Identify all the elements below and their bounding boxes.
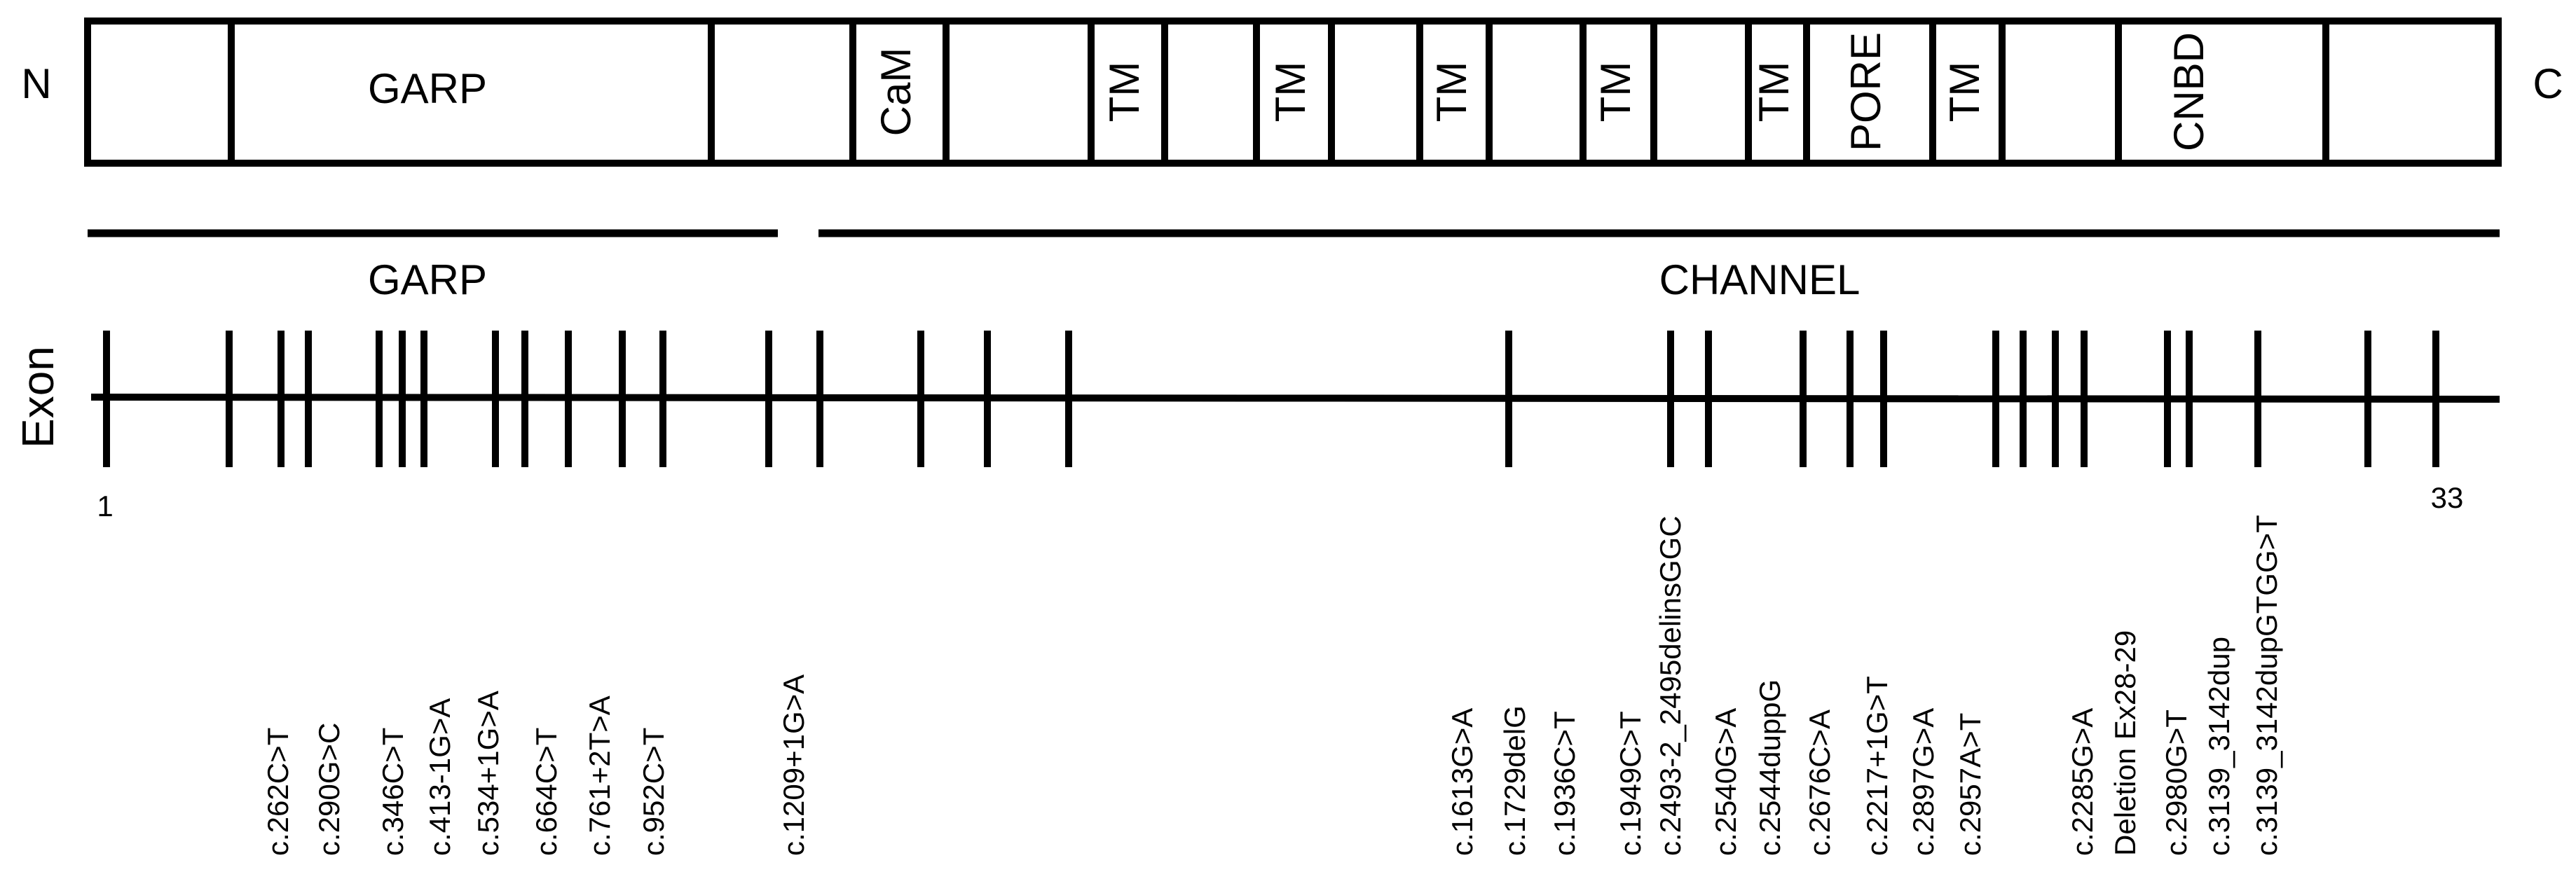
exon-backbone xyxy=(90,394,2500,403)
mutation-label: c.346C>T xyxy=(376,728,409,856)
mutation-label: c.2980G>T xyxy=(2160,710,2193,856)
domain-label-tm1: TM xyxy=(1101,62,1148,123)
mutation-label: c.534+1G>A xyxy=(472,691,505,856)
mutation-label: c.2493-2_2495delinsGGC xyxy=(1654,515,1687,856)
channel-region-label: CHANNEL xyxy=(1659,256,1861,303)
mutation-label: c.413-1G>A xyxy=(423,698,456,856)
domain-label-garp: GARP xyxy=(368,65,487,112)
domain-label-tm4: TM xyxy=(1592,62,1639,123)
domain-label-tm2: TM xyxy=(1267,62,1314,123)
protein-outline xyxy=(84,18,2502,167)
mutation-label: c.1949C>T xyxy=(1614,711,1647,856)
mutation-label: c.1936C>T xyxy=(1548,711,1581,856)
mutation-label: c.2676C>A xyxy=(1803,710,1836,856)
mutation-label: c.952C>T xyxy=(637,728,670,856)
domain-label-cnbd: CNBD xyxy=(2165,32,2212,151)
first-exon-number: 1 xyxy=(97,490,113,522)
mutation-label: c.290G>C xyxy=(313,723,345,856)
domain-label-pore: PORE xyxy=(1842,32,1889,151)
mutation-label: c.2217+1G>T xyxy=(1861,676,1893,856)
domain-label-tm3: TM xyxy=(1428,62,1475,123)
mutation-label: c.2957A>T xyxy=(1954,713,1987,856)
exon-boundaries xyxy=(103,331,2439,467)
exon-axis-label: Exon xyxy=(13,346,63,448)
domain-label-tm6: TM xyxy=(1941,62,1988,123)
mutation-label: c.1209+1G>A xyxy=(777,674,810,856)
n-terminus-label: N xyxy=(21,60,51,107)
mutation-label: Deletion Ex28-29 xyxy=(2109,630,2142,856)
mutation-label: c.3139_3142dup xyxy=(2202,637,2235,856)
garp-region-label: GARP xyxy=(368,256,487,303)
mutation-label: c.2540G>A xyxy=(1709,708,1742,856)
mutation-label: c.2544duppG xyxy=(1753,679,1786,856)
protein-domain-bar: GARP CaM TM TM TM TM TM PORE TM CNBD xyxy=(84,18,2502,167)
mutation-label: c.1613G>A xyxy=(1446,708,1479,856)
last-exon-number: 33 xyxy=(2431,481,2464,514)
mutation-label: c.664C>T xyxy=(530,728,563,856)
mutation-labels: c.262C>T c.290G>C c.346C>T c.413-1G>A c.534+… xyxy=(261,515,2283,856)
mutation-label: c.1729delG xyxy=(1498,705,1531,856)
mutation-label: c.2897G>A xyxy=(1907,708,1940,856)
domain-dividers xyxy=(228,21,2329,163)
domain-labels: GARP CaM TM TM TM TM TM PORE TM CNBD xyxy=(368,32,2212,151)
c-terminus-label: C xyxy=(2533,60,2563,107)
mutation-label: c.3139_3142dupGTGG>T xyxy=(2250,515,2283,856)
mutation-label: c.761+2T>A xyxy=(583,695,616,856)
domain-label-cam: CaM xyxy=(872,48,919,137)
mutation-label: c.2285G>A xyxy=(2066,708,2099,856)
mutation-label: c.262C>T xyxy=(261,728,294,856)
domain-label-tm5: TM xyxy=(1751,62,1797,123)
